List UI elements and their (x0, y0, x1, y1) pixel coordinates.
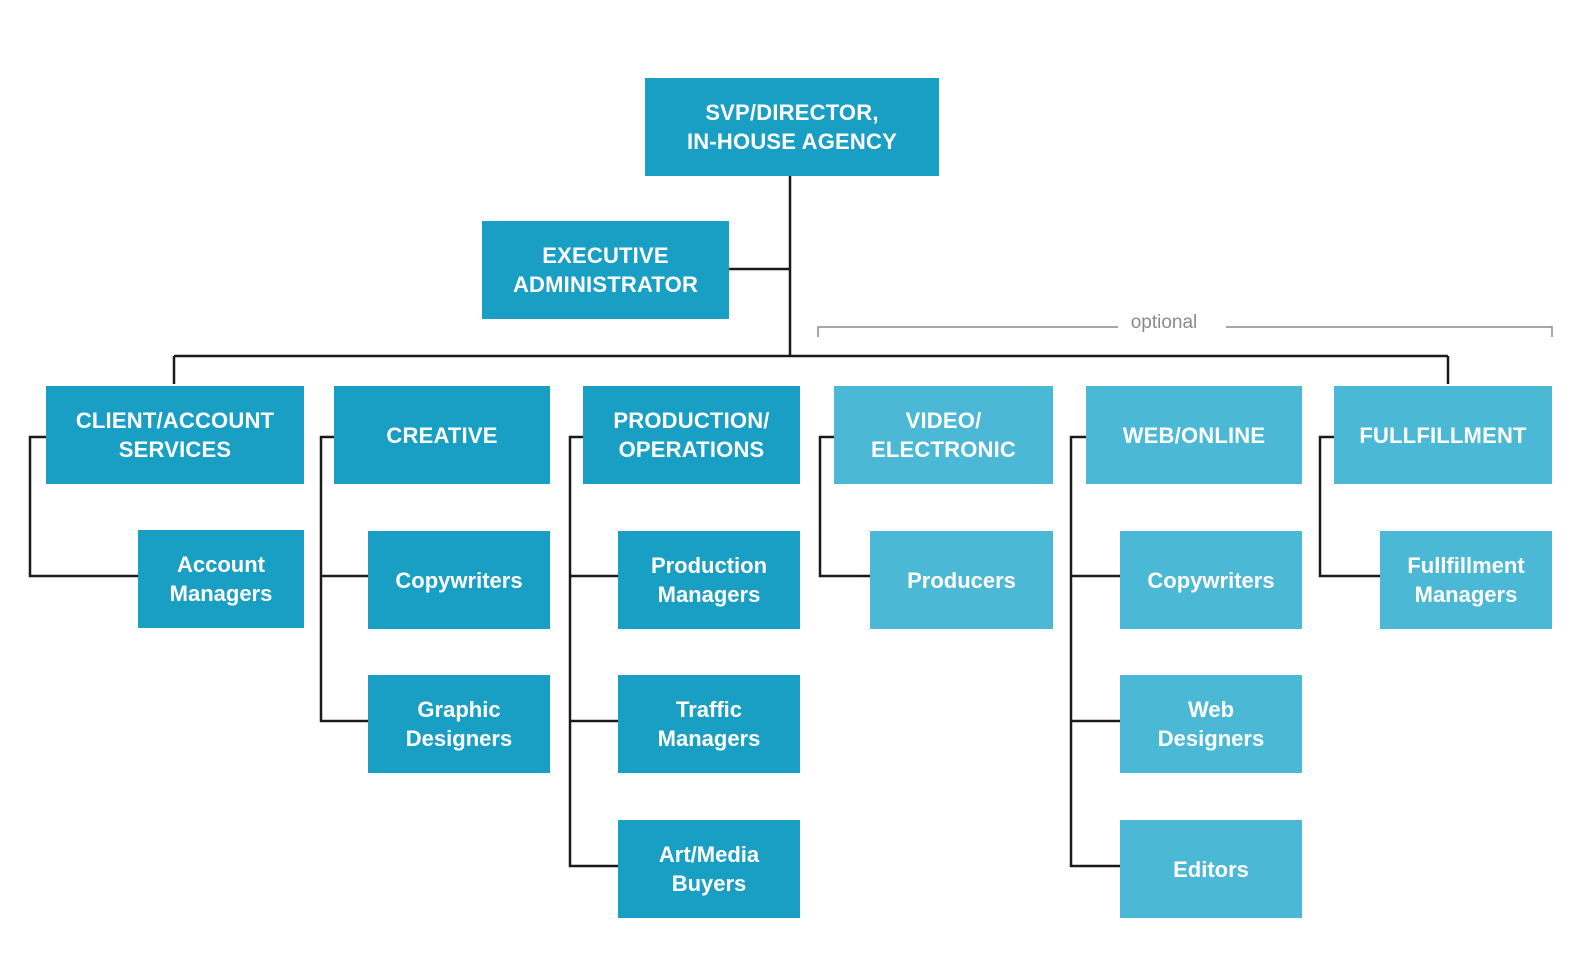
role-producers: Producers (870, 531, 1053, 629)
role-art-media-buyers: Art/Media Buyers (618, 820, 800, 918)
svp-director-box: SVP/DIRECTOR, IN-HOUSE AGENCY (645, 78, 939, 176)
dept-creative: CREATIVE (334, 386, 550, 484)
optional-label: optional (1118, 312, 1210, 334)
dept-client-account-services: CLIENT/ACCOUNT SERVICES (46, 386, 304, 484)
role-production-managers: Production Managers (618, 531, 800, 629)
role-account-managers: Account Managers (138, 530, 304, 628)
role-graphic-designers: Graphic Designers (368, 675, 550, 773)
role-creative-copywriters: Copywriters (368, 531, 550, 629)
video-branch-line (818, 435, 870, 578)
dept-video-electronic: VIDEO/ ELECTRONIC (834, 386, 1053, 484)
executive-administrator-box: EXECUTIVE ADMINISTRATOR (482, 221, 729, 319)
role-fulfillment-managers: Fullfillment Managers (1380, 531, 1552, 629)
production-branch-line (568, 435, 618, 868)
client-branch-line (28, 435, 138, 578)
web-branch-line (1069, 435, 1120, 868)
role-traffic-managers: Traffic Managers (618, 675, 800, 773)
optional-bracket-left (817, 326, 1136, 337)
dept-web-online: WEB/ONLINE (1086, 386, 1302, 484)
dept-fulfillment: FULLFILLMENT (1334, 386, 1552, 484)
creative-branch-line (319, 435, 368, 723)
role-editors: Editors (1120, 820, 1302, 918)
dept-production-operations: PRODUCTION/ OPERATIONS (583, 386, 800, 484)
optional-bracket-right (1226, 326, 1553, 337)
role-web-designers: Web Designers (1120, 675, 1302, 773)
fulfillment-branch-line (1318, 435, 1380, 578)
role-web-copywriters: Copywriters (1120, 531, 1302, 629)
